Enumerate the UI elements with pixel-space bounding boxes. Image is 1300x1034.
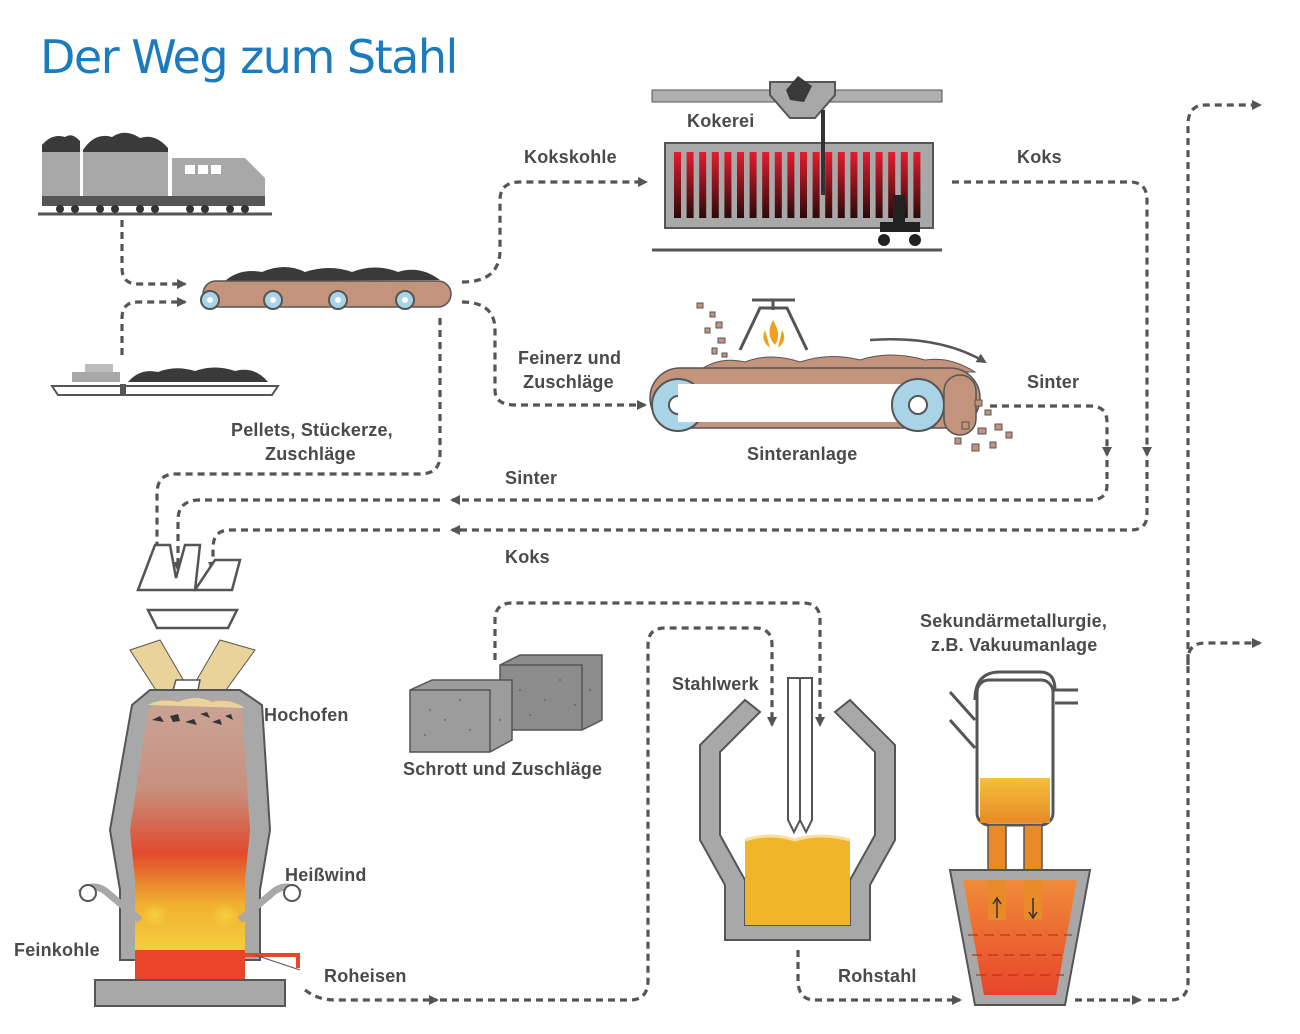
arrow-train-to-conveyor bbox=[120, 220, 187, 289]
vacuum-degasser bbox=[948, 670, 1092, 1006]
label-koks-top: Koks bbox=[1017, 147, 1062, 167]
coke-chamber bbox=[787, 152, 795, 218]
flow-arrows bbox=[120, 100, 1262, 1005]
coke-chamber bbox=[850, 152, 858, 218]
label-koks-mid: Koks bbox=[505, 547, 550, 567]
ore-ship bbox=[50, 364, 280, 396]
coke-chamber bbox=[800, 152, 807, 218]
coke-chamber bbox=[888, 152, 896, 218]
label-feinkohle: Feinkohle bbox=[14, 940, 100, 960]
arrow-out-mid bbox=[1186, 638, 1262, 665]
coal-train bbox=[38, 132, 272, 216]
label-feinerz-1: Feinerz und bbox=[518, 348, 622, 368]
arrow-feinerz bbox=[461, 300, 647, 410]
coke-chamber bbox=[812, 152, 820, 218]
label-pellets-1: Pellets, Stückerze, bbox=[231, 420, 393, 440]
coke-chamber bbox=[863, 152, 870, 218]
coke-chamber bbox=[825, 152, 833, 218]
arrow-sinter-back bbox=[450, 460, 1109, 505]
label-sekundaer-2: z.B. Vakuumanlage bbox=[931, 635, 1098, 655]
coke-chamber bbox=[762, 152, 770, 218]
arrow-rohstahl bbox=[796, 950, 962, 1005]
arrow-sinter-into-furnace bbox=[173, 498, 440, 572]
coke-chamber bbox=[699, 152, 707, 218]
coke-chamber bbox=[749, 152, 757, 218]
label-sinter-right: Sinter bbox=[1027, 372, 1080, 392]
coke-chamber bbox=[900, 152, 908, 218]
coke-chamber bbox=[674, 152, 681, 218]
arrow-roheisen bbox=[304, 988, 439, 1005]
arrow-kokskohle bbox=[461, 177, 648, 284]
coke-chamber bbox=[774, 152, 782, 218]
arrow-ship-to-conveyor bbox=[120, 297, 187, 355]
label-roheisen: Roheisen bbox=[324, 966, 407, 986]
arrow-out-top bbox=[1148, 100, 1262, 1002]
label-stahlwerk: Stahlwerk bbox=[672, 674, 759, 694]
page-title: Der Weg zum Stahl bbox=[40, 30, 458, 84]
coke-chamber bbox=[837, 152, 845, 218]
label-feinerz-2: Zuschläge bbox=[523, 372, 614, 392]
arrow-pellets bbox=[152, 318, 442, 572]
label-schrott: Schrott und Zuschläge bbox=[403, 759, 603, 779]
converter bbox=[699, 677, 896, 941]
coke-chamber bbox=[913, 152, 921, 218]
label-sinter-mid: Sinter bbox=[505, 468, 558, 488]
label-sinteranlage: Sinteranlage bbox=[747, 444, 858, 464]
label-kokerei: Kokerei bbox=[687, 111, 755, 131]
coke-chamber bbox=[875, 152, 883, 218]
label-heisswind: Heißwind bbox=[285, 865, 367, 885]
label-rohstahl: Rohstahl bbox=[838, 966, 917, 986]
coke-chamber bbox=[737, 152, 744, 218]
blast-furnace bbox=[77, 543, 303, 1007]
feed-conveyor bbox=[200, 267, 452, 310]
coke-chamber bbox=[711, 152, 719, 218]
arrow-koks-out bbox=[952, 180, 1152, 457]
label-pellets-2: Zuschläge bbox=[265, 444, 356, 464]
label-hochofen: Hochofen bbox=[264, 705, 349, 725]
label-kokskohle: Kokskohle bbox=[524, 147, 617, 167]
arrow-roheisen-up bbox=[440, 626, 777, 1002]
coke-chamber bbox=[686, 152, 694, 218]
scrap-bales bbox=[409, 654, 603, 753]
coke-chamber bbox=[724, 152, 732, 218]
arrow-sinter-out bbox=[990, 404, 1112, 457]
arrow-koks-into-furnace bbox=[208, 528, 440, 572]
arrow-schrott bbox=[493, 601, 825, 727]
label-sekundaer-1: Sekundärmetallurgie, bbox=[920, 611, 1108, 631]
coke-oven bbox=[651, 76, 943, 252]
sinter-plant bbox=[649, 298, 1013, 452]
